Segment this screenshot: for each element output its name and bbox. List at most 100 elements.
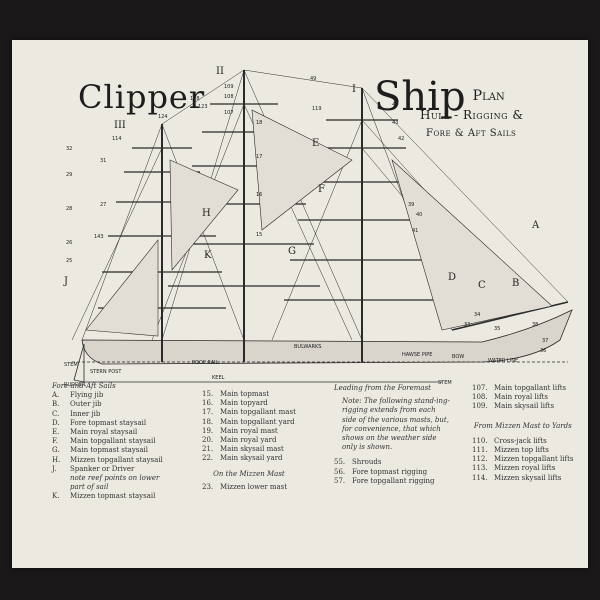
legend-text: Cross-jack lifts bbox=[494, 436, 547, 445]
title-ship-plan: Ship Plan bbox=[374, 74, 505, 120]
legend-code: 17. bbox=[202, 408, 214, 417]
sail-label-b: B bbox=[512, 278, 519, 289]
legend-lifts: 107.Main topgallant lifts 108.Main royal… bbox=[472, 384, 574, 483]
legend-note: part of sail bbox=[70, 483, 109, 492]
legend-main-mast: 15.Main topmast 16.Main topyard 17.Main … bbox=[202, 390, 296, 492]
legend-text: Spanker or Driver bbox=[70, 464, 135, 473]
label-water-line: WATER LINE bbox=[488, 358, 518, 364]
legend-text: Main topgallant mast bbox=[220, 408, 296, 417]
legend-code: 114. bbox=[472, 473, 488, 482]
callout-41: 41 bbox=[412, 228, 418, 234]
legend-code: 18. bbox=[202, 417, 214, 426]
legend-text: Mizzen top lifts bbox=[494, 446, 549, 455]
callout-143: 143 bbox=[94, 234, 104, 240]
label-stern-post: STERN POST bbox=[90, 369, 122, 375]
label-bulwarks: BULWARKS bbox=[294, 344, 321, 350]
legend-code: 113. bbox=[472, 464, 488, 473]
callout-114: 114 bbox=[112, 136, 122, 142]
staysail-main bbox=[251, 109, 353, 231]
legend-code: 19. bbox=[202, 426, 214, 435]
legend-code: F. bbox=[52, 437, 58, 446]
legend-code: 111. bbox=[472, 446, 488, 455]
legend-code: 23. bbox=[202, 482, 214, 491]
plan-sheet: Clipper Ship Plan Hull - Rigging & Fore … bbox=[12, 40, 588, 568]
legend-code: J. bbox=[52, 464, 57, 473]
label-bow: BOW bbox=[452, 354, 464, 360]
sail-label-e: E bbox=[312, 138, 319, 149]
legend-text: Main topmast staysail bbox=[70, 446, 149, 455]
callout-34: 34 bbox=[474, 312, 480, 318]
legend-text: Flying jib bbox=[70, 391, 104, 400]
mast-label-iii: III bbox=[114, 120, 126, 131]
callout-36: 36 bbox=[540, 348, 546, 354]
sail-label-h: H bbox=[202, 208, 211, 219]
legend-text: Main topmast bbox=[220, 390, 270, 398]
title-plan-text: Plan bbox=[472, 88, 505, 104]
legend-heading: Fore-and-Aft Sails bbox=[52, 382, 116, 390]
callout-123: 123 bbox=[198, 104, 208, 110]
callout-43: 43 bbox=[392, 120, 398, 126]
legend-code: D. bbox=[52, 418, 60, 427]
callout-26: 26 bbox=[66, 240, 72, 246]
title-clipper: Clipper bbox=[78, 78, 205, 116]
title-ship-text: Ship bbox=[374, 74, 466, 120]
staysail-mizzen bbox=[169, 159, 239, 271]
label-stem-aft: STEM bbox=[64, 362, 78, 368]
legend-code: E. bbox=[52, 428, 60, 437]
callout-38: 38 bbox=[532, 322, 538, 328]
sail-label-k: K bbox=[204, 250, 212, 261]
legend-code: 20. bbox=[202, 436, 214, 445]
title-clipper-text: Clipper bbox=[78, 78, 206, 116]
legend-code: 110. bbox=[472, 436, 488, 445]
callout-49: 49 bbox=[310, 76, 316, 82]
legend-subheading: From Mizzen Mast to Yards bbox=[473, 421, 572, 430]
callout-44: 44 bbox=[392, 102, 398, 108]
legend-code: C. bbox=[52, 409, 60, 418]
legend-fore-aft-sails: Fore-and-Aft Sails A.Flying jib B.Outer … bbox=[52, 382, 163, 502]
callout-33: 33 bbox=[464, 322, 470, 328]
legend-foremast: Leading from the Foremast Note: The foll… bbox=[334, 384, 452, 486]
sail-label-c: C bbox=[478, 280, 486, 291]
legend-text: Main skysail lifts bbox=[494, 402, 555, 411]
legend-text: Mizzen topmast staysail bbox=[70, 492, 156, 501]
sail-label-a: A bbox=[531, 220, 540, 231]
legend-text: Fore topgallant rigging bbox=[352, 476, 435, 485]
legend-code: 16. bbox=[202, 399, 214, 408]
jib-sails bbox=[391, 159, 553, 331]
legend-code: 22. bbox=[202, 454, 214, 463]
legend-text: Main royal mast bbox=[220, 426, 278, 435]
label-keel: KEEL bbox=[212, 375, 225, 381]
legend-code: 57. bbox=[334, 476, 346, 485]
callout-15: 15 bbox=[256, 232, 262, 238]
legend-text: Fore topmast rigging bbox=[352, 467, 428, 476]
spanker bbox=[85, 239, 159, 337]
legend-text: Main skysail yard bbox=[220, 454, 283, 463]
hull-outline bbox=[81, 309, 573, 365]
callout-16: 16 bbox=[256, 192, 262, 198]
legend-heading: Leading from the Foremast bbox=[334, 384, 431, 392]
legend-subheading: On the Mizzen Mast bbox=[213, 469, 285, 478]
label-stem: STEM bbox=[438, 380, 452, 386]
sail-label-j: J bbox=[63, 276, 68, 287]
mast-label-i: I bbox=[352, 84, 356, 95]
legend-text: Mizzen skysail lifts bbox=[494, 473, 562, 482]
label-poop-rail: POOP RAIL bbox=[192, 360, 219, 366]
legend-note: note reef points on lower bbox=[70, 474, 160, 483]
legend-text: Mizzen topgallant staysail bbox=[70, 455, 163, 464]
legend-text: Fore topmast staysail bbox=[70, 418, 147, 427]
sail-label-d: D bbox=[448, 272, 456, 283]
legend-text: Main topgallant lifts bbox=[494, 384, 567, 392]
legend-code: 15. bbox=[202, 390, 214, 398]
callout-42: 42 bbox=[398, 136, 404, 142]
callout-32: 32 bbox=[66, 146, 72, 152]
callout-29: 29 bbox=[66, 172, 72, 178]
legend-text: Shrouds bbox=[352, 458, 382, 467]
legend-code: K. bbox=[52, 492, 60, 501]
legend-code: 107. bbox=[472, 384, 488, 392]
callout-109: 109 bbox=[224, 84, 234, 90]
legend-text: Main topgallant staysail bbox=[70, 437, 156, 446]
legend-code: 55. bbox=[334, 458, 346, 467]
callout-124: 124 bbox=[158, 114, 168, 120]
callout-128: 128 bbox=[190, 96, 200, 102]
callout-25: 25 bbox=[66, 258, 72, 264]
